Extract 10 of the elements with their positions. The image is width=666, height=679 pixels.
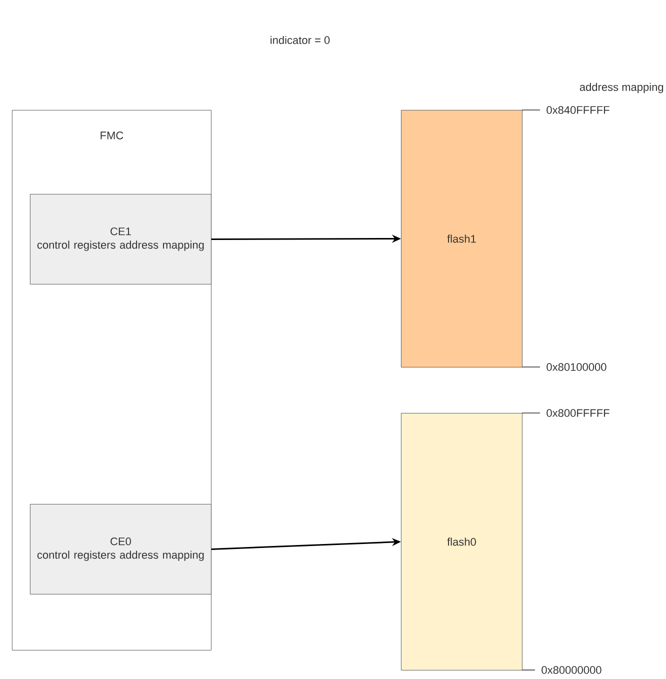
note-text: indicator = 0 <box>270 36 330 44</box>
memory-block: flash1 <box>401 110 522 368</box>
address-label: 0x800FFFFF <box>546 409 610 417</box>
address-label: 0x840FFFFF <box>546 106 610 114</box>
note-text: address mapping <box>580 82 664 94</box>
memory-block: flash0 <box>401 413 522 670</box>
address-label: 0x80100000 <box>546 363 606 371</box>
address-label: 0x80000000 <box>542 666 602 674</box>
register-box: CE0 control registers address mapping <box>30 504 212 594</box>
register-box: CE1 control registers address mapping <box>30 194 212 284</box>
